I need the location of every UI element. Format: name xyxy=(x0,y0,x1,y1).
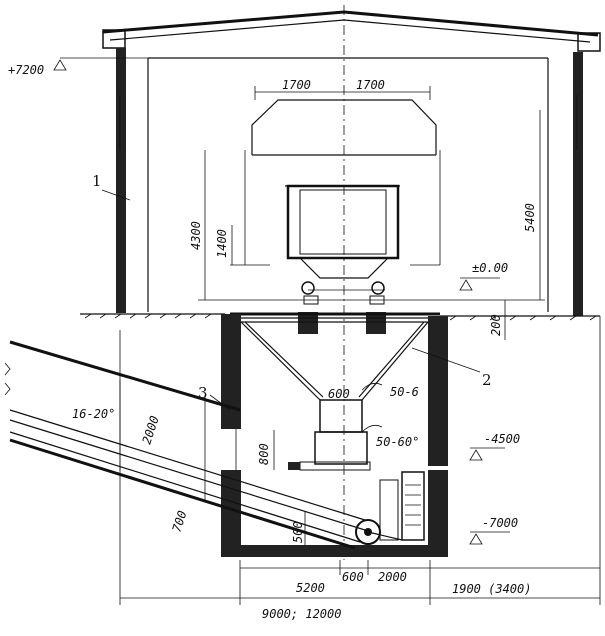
ground-line xyxy=(80,313,600,321)
rails xyxy=(230,312,440,334)
drive-unit xyxy=(355,471,425,545)
dim-base-left: 5200 xyxy=(296,581,325,595)
dim-conveyor-width: 700 xyxy=(170,509,190,534)
dim-overall-width: 9000; 12000 xyxy=(262,607,341,621)
dim-base-right: 2000 xyxy=(378,570,407,584)
dim-car-height: 4300 xyxy=(189,221,203,250)
callout-3: 3 xyxy=(198,384,208,402)
conveyor-angle: 16-20° xyxy=(72,407,115,421)
callout-leaders xyxy=(101,189,481,433)
callout-2: 2 xyxy=(482,371,492,389)
dim-bunker-right: 1700 xyxy=(356,78,385,92)
dim-bunker-left: 1700 xyxy=(282,78,311,92)
dim-pit-top: 200 xyxy=(489,314,503,336)
roof xyxy=(102,10,601,52)
callout-1: 1 xyxy=(92,172,102,190)
elevation-pit: -4500 xyxy=(484,432,520,446)
dim-base-mid: 600 xyxy=(342,570,364,584)
elevation-zero: ±0.00 xyxy=(472,261,508,275)
angle-lower: 50-60° xyxy=(376,435,419,449)
dimension-lines xyxy=(53,57,601,605)
elevation-bottom: -7000 xyxy=(482,516,518,530)
railcar xyxy=(230,99,441,305)
dim-overall-height: 5400 xyxy=(523,203,537,232)
dim-car-bottom: 1400 xyxy=(215,229,229,258)
elevation-top: +7200 xyxy=(8,63,44,77)
dim-base-ext: 1900 (3400) xyxy=(452,582,531,596)
dim-hopper-outlet: 600 xyxy=(328,387,350,401)
dim-drive-height: 500 xyxy=(291,521,305,543)
dim-feeder-height: 800 xyxy=(257,443,271,465)
dim-conveyor-clearance: 2000 xyxy=(140,414,162,446)
building-walls xyxy=(116,48,583,316)
angle-upper: 50-6 xyxy=(390,385,419,399)
pit xyxy=(221,314,448,557)
